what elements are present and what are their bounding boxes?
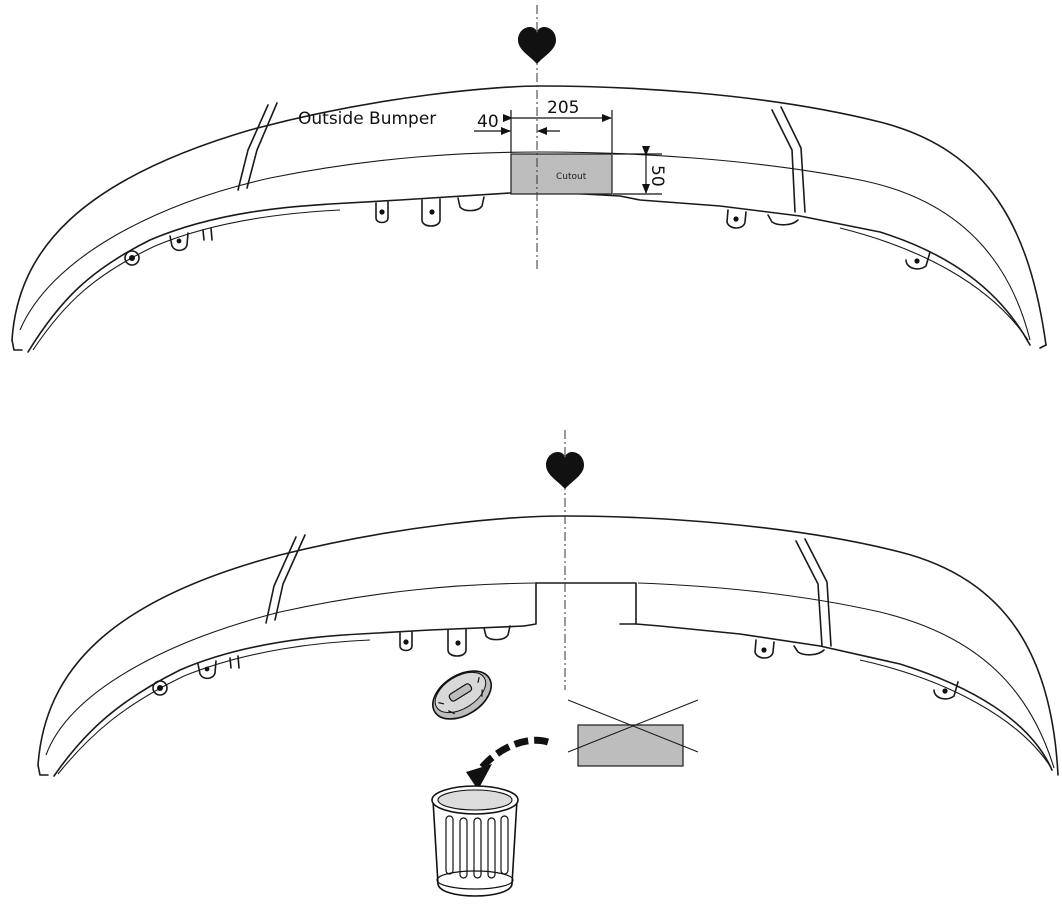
mounting-tab [726,209,747,229]
cutout-label: Cutout [556,172,587,182]
crossed-out-cutout-piece [567,699,699,767]
heart-icon [518,27,556,64]
mounting-clip [152,680,168,696]
mounting-tab [447,628,467,657]
mounting-clip [124,250,140,266]
bumper-top: Cutout 205 40 50 Outside Bumper [11,5,1047,353]
mounting-tab [933,681,959,700]
mounting-tab [767,214,799,226]
mounting-tab [905,251,931,270]
mounting-tab [457,196,485,212]
cutout-area [510,153,613,195]
mounting-tab [793,645,825,656]
dimension-205: 205 [547,98,579,118]
trash-can-icon [431,670,519,897]
mounting-tab [754,639,775,659]
mounting-tab [399,631,413,652]
mounting-tab [169,232,189,252]
heart-icon [546,452,584,489]
dashed-curved-arrow-icon [466,736,550,790]
mounting-tab [421,198,441,227]
outside-bumper-label: Outside Bumper [298,109,436,129]
mounting-tab [375,201,389,224]
mounting-tab [229,655,240,669]
mounting-tab [483,625,511,641]
bumper-bottom [37,430,1059,897]
dimension-40: 40 [477,112,499,132]
dimension-50: 50 [647,165,667,187]
mounting-tab [202,227,213,241]
mounting-tab [197,660,217,680]
